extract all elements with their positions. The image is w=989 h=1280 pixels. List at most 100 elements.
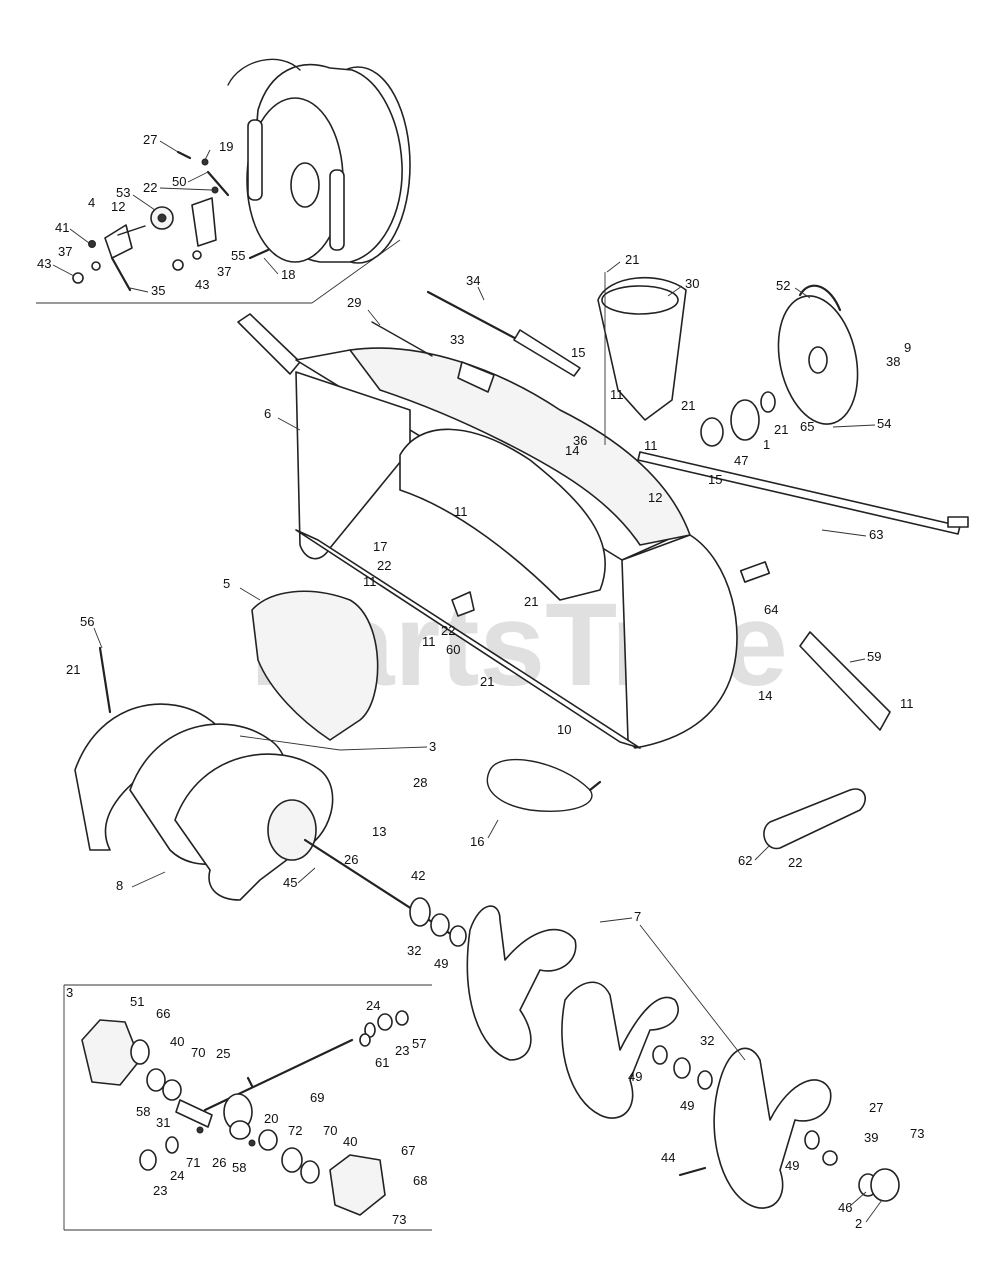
callout-12b: 12 — [648, 490, 662, 505]
leader-3b — [239, 735, 341, 751]
leader-21a — [606, 261, 621, 273]
leader-56 — [93, 627, 103, 649]
leader-52 — [794, 287, 811, 299]
discharge-chute — [597, 276, 687, 421]
bushing-49d — [804, 1130, 820, 1150]
callout-29: 29 — [347, 295, 361, 310]
gear-case-67 — [329, 1154, 386, 1216]
callout-23b: 23 — [153, 1183, 167, 1198]
callout-52: 52 — [776, 278, 790, 293]
callout-20: 20 — [264, 1111, 278, 1126]
cable-16-plug — [588, 780, 602, 792]
washer-24b — [165, 1136, 179, 1154]
callout-26b: 26 — [212, 1155, 226, 1170]
leader-30 — [667, 285, 683, 297]
knob-43b — [172, 259, 184, 271]
callout-22d: 22 — [788, 855, 802, 870]
bushing-49b — [652, 1045, 668, 1065]
callout-58a: 58 — [136, 1104, 150, 1119]
rod-63 — [637, 451, 961, 535]
callout-11a: 11 — [610, 387, 624, 402]
callout-27b: 27 — [869, 1100, 883, 1115]
callout-46: 46 — [838, 1200, 852, 1215]
skid-59 — [799, 631, 891, 731]
callout-37b: 37 — [217, 264, 231, 279]
callout-44: 44 — [661, 1150, 675, 1165]
callout-10: 10 — [557, 722, 571, 737]
callout-14b: 14 — [758, 688, 772, 703]
pulley-53-center — [157, 213, 167, 223]
callout-36: 36 — [573, 433, 587, 448]
callout-35: 35 — [151, 283, 165, 298]
callout-24b: 24 — [170, 1168, 184, 1183]
ring-61 — [359, 1033, 371, 1047]
washer-58a — [162, 1079, 182, 1101]
leader-29 — [367, 309, 381, 326]
inset-divider-wheel-diag — [311, 239, 401, 304]
leader-7 — [599, 917, 633, 923]
callout-3: 3 — [429, 739, 436, 754]
bushing-49a — [449, 925, 467, 947]
callout-67: 67 — [401, 1143, 415, 1158]
leader-19 — [204, 149, 211, 161]
callout-11d: 11 — [363, 574, 377, 589]
washer-37a — [91, 261, 101, 271]
callout-40b: 40 — [343, 1134, 357, 1149]
callout-11e: 11 — [422, 634, 436, 649]
crank-shaft-body — [513, 329, 581, 377]
bearing-23b — [139, 1149, 157, 1171]
callout-15b: 15 — [708, 472, 722, 487]
knob-43a — [72, 272, 84, 284]
bearing-47 — [700, 417, 724, 447]
nut-22a — [211, 186, 219, 194]
callout-50: 50 — [172, 174, 186, 189]
leader-59 — [849, 658, 866, 663]
auger-spiral-8c — [174, 753, 334, 901]
callout-32b: 32 — [700, 1033, 714, 1048]
callout-56: 56 — [80, 614, 94, 629]
leader-50 — [187, 171, 209, 183]
callout-26a: 26 — [344, 852, 358, 867]
callout-1: 1 — [763, 437, 770, 452]
collar-65 — [760, 391, 776, 413]
callout-6: 6 — [264, 406, 271, 421]
callout-14a: 14 — [565, 443, 579, 458]
callout-21f: 21 — [480, 674, 494, 689]
callout-8: 8 — [116, 878, 123, 893]
callout-21c: 21 — [774, 422, 788, 437]
callout-42: 42 — [411, 868, 425, 883]
callout-65: 65 — [800, 419, 814, 434]
callout-66: 66 — [156, 1006, 170, 1021]
callout-70a: 70 — [191, 1045, 205, 1060]
washer-39 — [822, 1150, 838, 1166]
callout-19: 19 — [219, 139, 233, 154]
pin-27 — [176, 150, 192, 160]
bracket-33 — [457, 361, 495, 393]
pin-18 — [248, 248, 270, 260]
leader-41 — [69, 228, 90, 244]
leader-6 — [277, 417, 301, 431]
leader-16 — [487, 819, 499, 839]
callout-33: 33 — [450, 332, 464, 347]
auger-assembly — [74, 703, 900, 1209]
callout-47: 47 — [734, 453, 748, 468]
bolt-12 — [117, 225, 146, 236]
leader-lines — [52, 140, 883, 1223]
leader-5 — [239, 587, 261, 601]
rod-29 — [371, 321, 433, 357]
callout-11b: 11 — [644, 438, 658, 453]
gearbox-inset — [63, 984, 432, 1231]
callout-22b: 22 — [377, 558, 391, 573]
callout-labels: 27 19 50 22 53 4 12 41 37 43 35 43 37 55… — [37, 132, 924, 1231]
callout-16: 16 — [470, 834, 484, 849]
callout-70b: 70 — [323, 1123, 337, 1138]
callout-39: 39 — [864, 1130, 878, 1145]
clip-64 — [739, 561, 771, 583]
callout-43a: 43 — [37, 256, 51, 271]
bushing-32b — [673, 1057, 691, 1079]
callout-51: 51 — [130, 994, 144, 1009]
leader-34 — [477, 286, 485, 301]
screw-26b — [248, 1139, 256, 1147]
seal-40a — [130, 1039, 150, 1065]
